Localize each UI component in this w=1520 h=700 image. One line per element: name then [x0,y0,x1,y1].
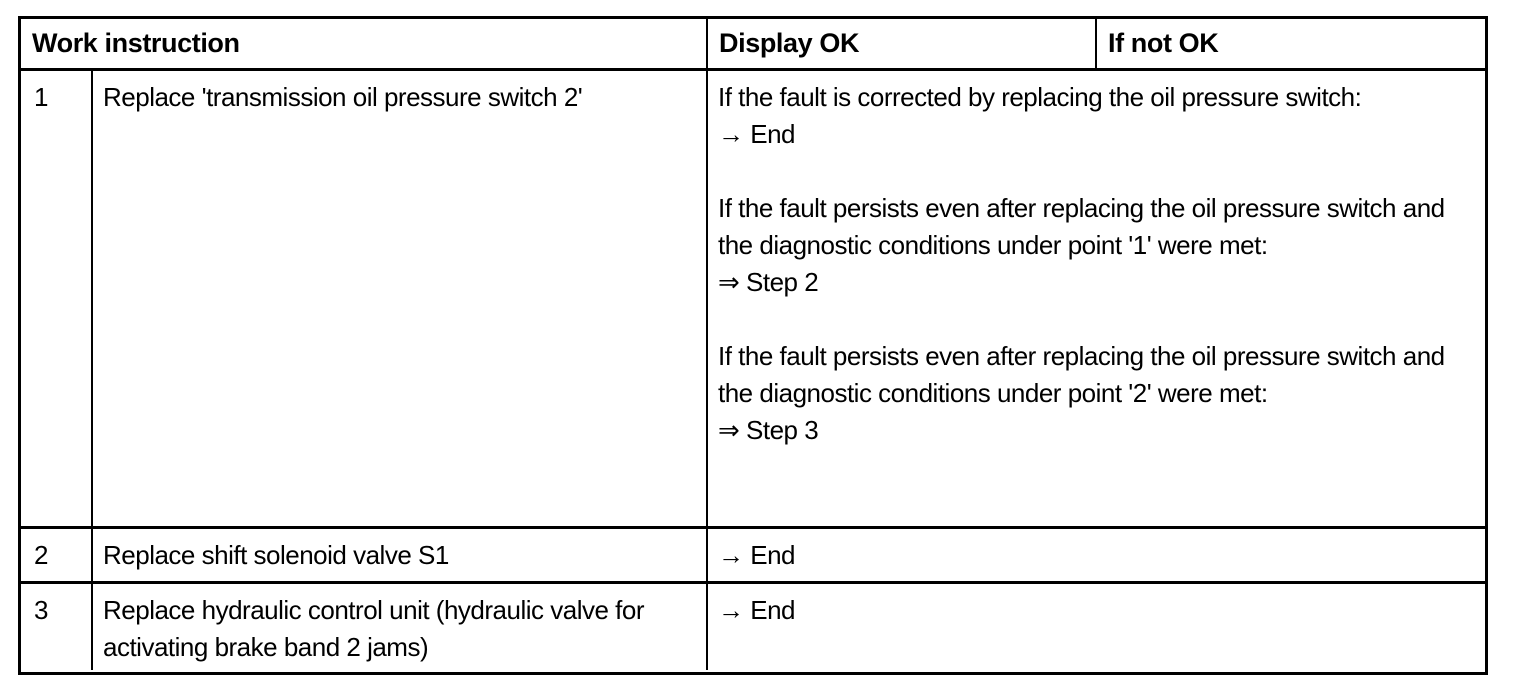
step-number-text: 3 [34,595,48,625]
header-display-ok-label: Display OK [719,28,860,58]
header-if-not-ok-label: If not OK [1108,28,1219,58]
instruction-text: Replace 'transmission oil pressure switc… [103,82,583,112]
row-3-step-number: 3 [21,581,91,670]
result-condition: If the fault persists even after replaci… [718,193,1445,260]
work-instruction-table: Work instruction Display OK If not OK 1 … [18,16,1488,675]
result-paragraph: If the fault persists even after replaci… [718,338,1471,449]
step-number-text: 1 [34,82,48,112]
row-1-result: If the fault is corrected by replacing t… [706,68,1485,526]
row-2-step-number: 2 [21,526,91,581]
row-3-instruction: Replace hydraulic control unit (hydrauli… [91,581,706,670]
row-1-step-number: 1 [21,68,91,526]
result-paragraph: → End [718,592,1471,629]
row-2-result: → End [706,526,1485,581]
header-display-ok: Display OK [706,19,1095,68]
step-number-text: 2 [34,540,48,570]
result-condition: If the fault persists even after replaci… [718,341,1445,408]
header-work-instruction-label: Work instruction [32,28,240,58]
header-if-not-ok: If not OK [1095,19,1485,68]
row-3-result: → End [706,581,1485,670]
header-work-instruction: Work instruction [21,19,706,68]
result-paragraph: If the fault is corrected by replacing t… [718,79,1471,153]
result-action: ⇒ Step 2 [718,267,819,297]
instruction-text: Replace shift solenoid valve S1 [103,540,449,570]
result-paragraph: If the fault persists even after replaci… [718,190,1471,301]
row-2-instruction: Replace shift solenoid valve S1 [91,526,706,581]
result-paragraph: → End [718,537,1471,574]
result-action: → End [718,595,796,625]
result-action: → End [718,119,796,149]
result-action: ⇒ Step 3 [718,415,819,445]
result-condition: If the fault is corrected by replacing t… [718,82,1362,112]
instruction-text: Replace hydraulic control unit (hydrauli… [103,595,645,662]
row-1-instruction: Replace 'transmission oil pressure switc… [91,68,706,526]
result-action: → End [718,540,796,570]
